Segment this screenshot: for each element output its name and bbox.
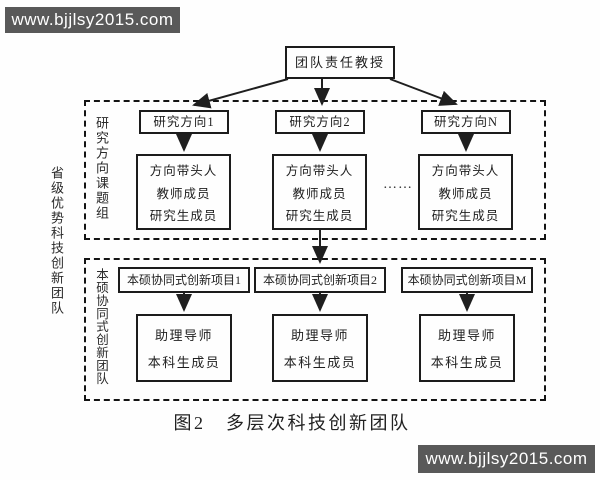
project-2-box: 本硕协同式创新项目2 (254, 267, 386, 293)
project-m-members-box: 助理导师 本科生成员 (419, 314, 515, 382)
direction-1-members-box: 方向带头人 教师成员 研究生成员 (136, 154, 231, 230)
direction-n-box: 研究方向N (421, 110, 511, 134)
member-line: 本科生成员 (430, 355, 504, 371)
direction-2-members-box: 方向带头人 教师成员 研究生成员 (272, 154, 367, 230)
watermark-bottom-right: www.bjjlsy2015.com (418, 445, 595, 473)
project-1-box: 本硕协同式创新项目1 (118, 267, 250, 293)
member-line: 助理导师 (437, 327, 496, 343)
group2-label: 本硕协同式创新团队 (94, 268, 108, 385)
project-1-members-box: 助理导师 本科生成员 (136, 314, 232, 382)
member-line: 助理导师 (154, 327, 213, 343)
member-line: 研究生成员 (149, 209, 218, 224)
member-line: 本科生成员 (147, 355, 221, 371)
member-line: 研究生成员 (285, 209, 354, 224)
member-line: 研究生成员 (431, 209, 500, 224)
member-line: 教师成员 (438, 186, 493, 201)
member-line: 教师成员 (156, 186, 211, 201)
member-line: 助理导师 (290, 327, 349, 343)
member-line: 方向带头人 (149, 163, 218, 178)
root-node-professor: 团队责任教授 (285, 46, 395, 79)
direction-n-members-box: 方向带头人 教师成员 研究生成员 (418, 154, 513, 230)
project-m-box: 本硕协同式创新项目M (401, 267, 533, 293)
project-2-members-box: 助理导师 本科生成员 (272, 314, 368, 382)
outer-left-label: 省级优势科技创新团队 (49, 166, 64, 316)
group1-label: 研究方向课题组 (94, 116, 109, 221)
watermark-top-left: www.bjjlsy2015.com (5, 7, 180, 33)
member-line: 教师成员 (292, 186, 347, 201)
ellipsis-more-directions: …… (383, 177, 413, 192)
member-line: 方向带头人 (431, 163, 500, 178)
direction-1-box: 研究方向1 (139, 110, 229, 134)
member-line: 本科生成员 (283, 355, 357, 371)
direction-2-box: 研究方向2 (275, 110, 365, 134)
member-line: 方向带头人 (285, 163, 354, 178)
figure-caption: 图2 多层次科技创新团队 (173, 413, 411, 433)
